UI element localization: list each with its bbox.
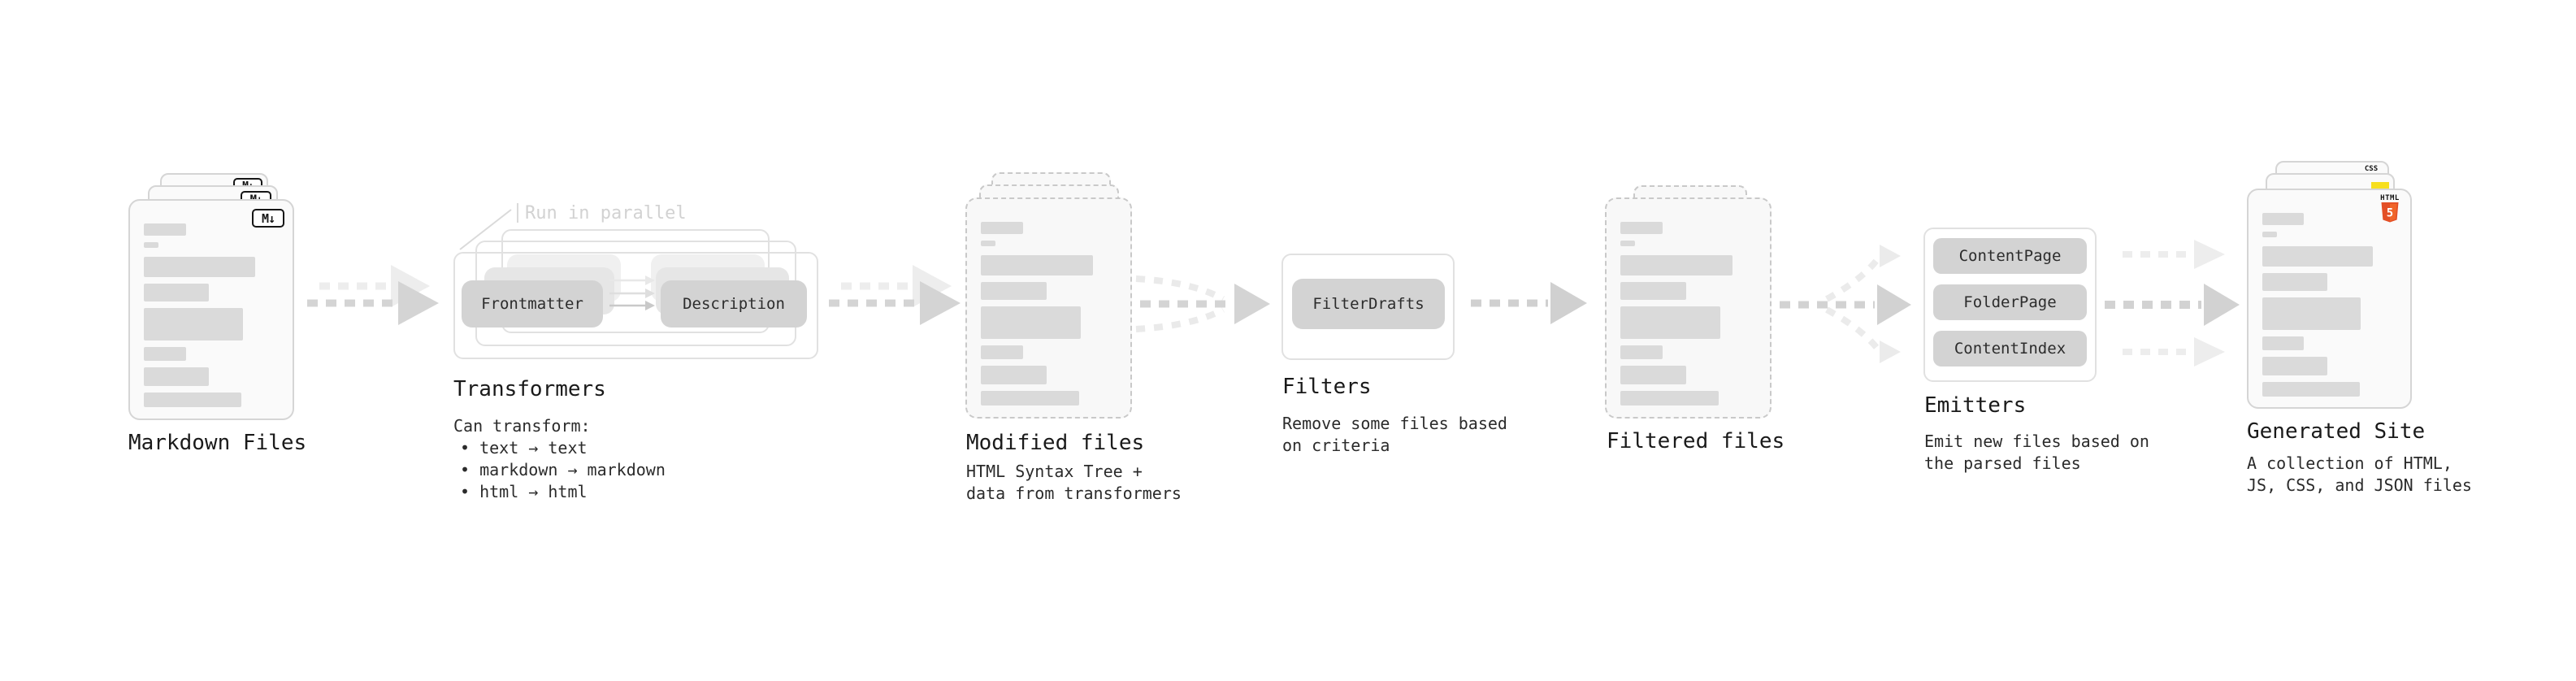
filter-pill-filterdrafts: FilterDrafts (1292, 279, 1445, 329)
emitter-pill-contentpage: ContentPage (1933, 238, 2087, 274)
generated-file-card-html: HTML 5 (2247, 189, 2412, 409)
stage-title-filtered-files: Filtered files (1607, 429, 1785, 453)
stage-title-modified-files: Modified files (966, 431, 1145, 455)
modified-files-description: HTML Syntax Tree + data from transformer… (966, 461, 1182, 505)
description-line: on criteria (1282, 436, 1390, 455)
emitters-description: Emit new files based on the parsed files (1924, 431, 2149, 475)
arrow-filters-to-filtered (1471, 282, 1587, 324)
description-line: Emit new files based on (1924, 432, 2149, 451)
arrow-markdown-to-transformers (307, 265, 439, 325)
description-bullet: • markdown → markdown (460, 460, 666, 479)
description-bullet: • text → text (460, 438, 588, 458)
filtered-file-card (1605, 197, 1772, 419)
description-line: data from transformers (966, 484, 1182, 503)
stage-title-generated-site: Generated Site (2247, 419, 2426, 444)
transformers-description: Can transform: • text → text • markdown … (453, 415, 666, 503)
html5-icon: HTML 5 (2379, 194, 2400, 227)
html5-badge-label: HTML (2380, 194, 2400, 202)
emitter-pill-contentindex: ContentIndex (1933, 331, 2087, 367)
doc-content-bars (981, 222, 1117, 406)
html5-shield: 5 (2381, 202, 2399, 223)
generated-site-description: A collection of HTML, JS, CSS, and JSON … (2247, 453, 2472, 497)
doc-content-bars (1620, 222, 1757, 406)
description-line: Can transform: (453, 416, 591, 436)
description-line: the parsed files (1924, 453, 2081, 473)
description-line: HTML Syntax Tree + (966, 462, 1143, 481)
stage-title-markdown-files: Markdown Files (128, 431, 307, 455)
description-bullet: • html → html (460, 482, 588, 501)
description-line: A collection of HTML, (2247, 453, 2452, 473)
modified-file-card (965, 197, 1132, 419)
transformer-pill-frontmatter: Frontmatter (462, 280, 603, 327)
arrow-filtered-to-emitters (1780, 245, 1911, 363)
svg-text:5: 5 (2387, 207, 2393, 220)
description-line: JS, CSS, and JSON files (2247, 475, 2472, 495)
stage-title-emitters: Emitters (1924, 393, 2027, 418)
markdown-icon: M↓ (252, 209, 284, 228)
stage-title-transformers: Transformers (453, 377, 606, 401)
transformer-box-front (453, 252, 818, 359)
arrow-emitters-to-generated (2105, 240, 2240, 367)
doc-content-bars (144, 223, 280, 407)
filters-description: Remove some files based on criteria (1282, 413, 1507, 457)
description-line: Remove some files based (1282, 414, 1507, 433)
markdown-file-card: M↓ (128, 199, 294, 420)
run-in-parallel-note: Run in parallel (525, 203, 687, 223)
arrow-transformers-to-modified (829, 265, 961, 325)
doc-content-bars (2262, 213, 2397, 397)
emitter-pill-folderpage: FolderPage (1933, 284, 2087, 320)
transformer-pill-description: Description (661, 280, 807, 327)
stage-title-filters: Filters (1282, 375, 1372, 399)
css-badge-label: CSS (2364, 165, 2379, 173)
arrow-modified-to-filters (1135, 275, 1270, 332)
